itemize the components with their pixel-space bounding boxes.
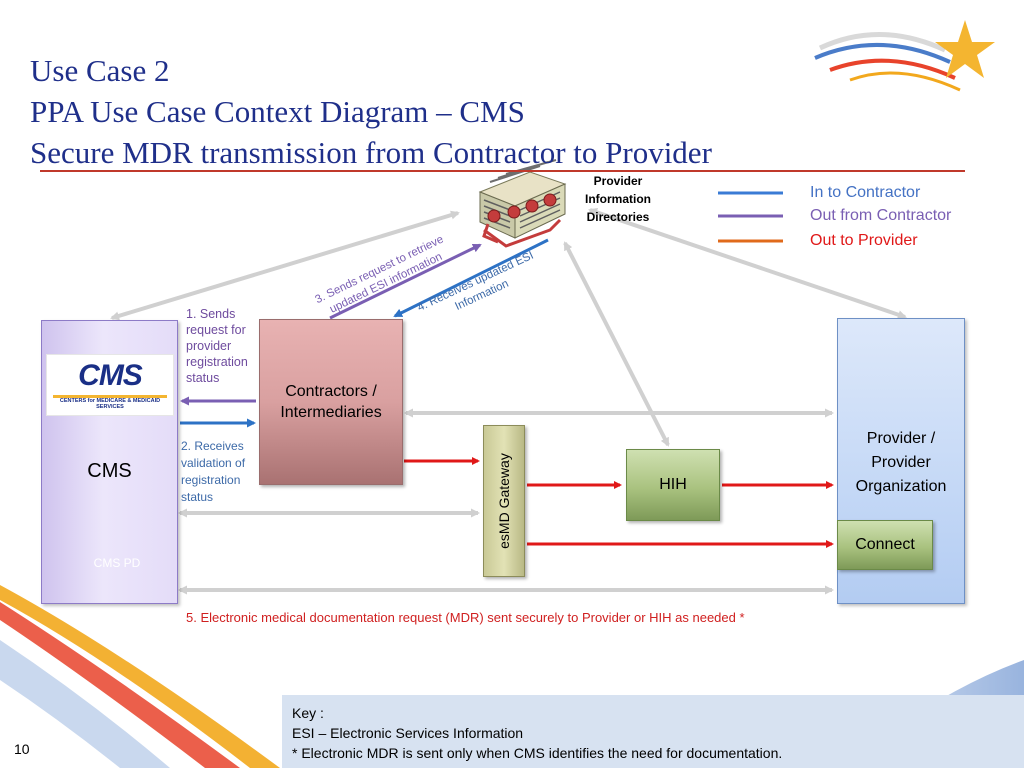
title-underline: [40, 170, 965, 172]
title-line-1: Use Case 2: [30, 53, 170, 88]
contractors-node[interactable]: Contractors / Intermediaries: [259, 319, 403, 485]
page-title: Use Case 2 PPA Use Case Context Diagram …: [30, 50, 712, 173]
star-logo-icon: [814, 20, 995, 92]
cms-label: CMS: [87, 460, 132, 482]
hih-node[interactable]: HIH: [626, 449, 720, 521]
key-box: [282, 695, 1024, 768]
key-text: Key : ESI – Electronic Services Informat…: [292, 705, 783, 761]
title-line-3: Secure MDR transmission from Contractor …: [30, 135, 712, 170]
cms-pd-label: CMS PD: [93, 556, 141, 570]
esmd-gateway-node[interactable]: esMD Gateway: [483, 425, 525, 577]
legend-swatches: [718, 191, 783, 243]
connect-node[interactable]: Connect: [837, 520, 933, 570]
legend-label-provider: Out to Provider: [810, 232, 918, 249]
step-1-note: 1. Sends request for provider registrati…: [186, 307, 248, 385]
legend-label-out: Out from Contractor: [810, 207, 952, 224]
title-line-2: PPA Use Case Context Diagram – CMS: [30, 94, 525, 129]
directories-label: Provider Information Directories: [585, 174, 651, 224]
page-number: 10: [14, 741, 30, 757]
legend-label-in: In to Contractor: [810, 184, 921, 201]
decorative-swoosh-bottom-left: [0, 585, 280, 768]
step-5-note: 5. Electronic medical documentation requ…: [186, 610, 745, 625]
step-2-note: 2. Receives validation of registration s…: [181, 439, 246, 504]
cms-logo: CMS CENTERS for MEDICARE & MEDICAID SERV…: [46, 354, 174, 416]
server-rack-icon: [478, 159, 567, 248]
